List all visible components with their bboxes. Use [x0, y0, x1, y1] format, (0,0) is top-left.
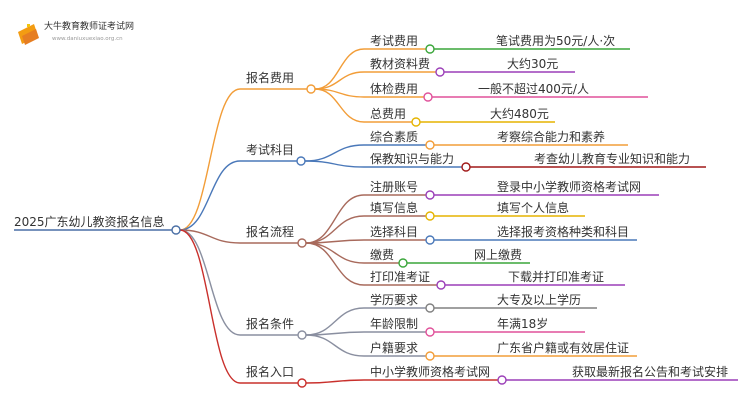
- connector-branch-4: [179, 229, 241, 384]
- connector-branch-3: [179, 229, 241, 336]
- leaf-label-0-1: 大约30元: [507, 56, 558, 71]
- root-node-circle[interactable]: [171, 225, 181, 235]
- leaf-label-2-1: 填写个人信息: [497, 200, 569, 215]
- child-label-0-3: 总费用: [370, 107, 406, 121]
- connector-child-4-0: [305, 379, 365, 384]
- connector-branch-0: [179, 88, 241, 231]
- child-node-circle-3-0[interactable]: [425, 303, 435, 313]
- nodes: 2025广东幼儿教资报名信息报名费用考试费用笔试费用为50元/人·次教材资料费大…: [14, 33, 728, 388]
- connector-child-0-0: [314, 48, 365, 90]
- child-label-1-1: 保教知识与能力: [370, 151, 454, 166]
- child-node-circle-1-1[interactable]: [461, 162, 471, 172]
- logo: 大牛教育教师证考试网 www.daniuxuexiao.org.cn: [18, 20, 134, 45]
- leaf-label-2-2: 选择报考资格种类和科目: [497, 224, 629, 239]
- leaf-label-3-1: 年满18岁: [497, 316, 548, 331]
- branch-label-2: 报名流程: [246, 224, 294, 239]
- root-label: 2025广东幼儿教资报名信息: [14, 214, 165, 229]
- child-label-2-0: 注册账号: [370, 179, 418, 194]
- branch-label-0: 报名费用: [246, 70, 294, 85]
- connector-child-0-1: [314, 71, 365, 90]
- branch-node-circle-3[interactable]: [297, 330, 307, 340]
- connector-child-1-1: [304, 160, 365, 168]
- branch-label-4: 报名入口: [246, 364, 294, 379]
- child-node-circle-2-2[interactable]: [425, 235, 435, 245]
- leaf-label-2-4: 下载并打印准考证: [508, 270, 604, 284]
- leaf-label-2-3: 网上缴费: [474, 247, 522, 262]
- branch-node-circle-0[interactable]: [306, 84, 316, 94]
- leaf-label-0-3: 大约480元: [490, 106, 549, 121]
- child-node-circle-0-0[interactable]: [425, 44, 435, 54]
- child-node-circle-3-1[interactable]: [425, 327, 435, 337]
- branch-label-3: 报名条件: [246, 316, 294, 331]
- connector-branch-2: [179, 229, 241, 244]
- child-label-1-0: 综合素质: [370, 129, 418, 144]
- connector-child-3-2: [305, 334, 365, 357]
- child-node-circle-2-3[interactable]: [398, 258, 408, 268]
- connector-child-2-0: [305, 194, 365, 244]
- child-node-circle-0-1[interactable]: [435, 67, 445, 77]
- leaf-label-1-1: 考查幼儿教育专业知识和能力: [534, 151, 690, 166]
- child-label-3-0: 学历要求: [370, 292, 418, 307]
- branch-node-circle-1[interactable]: [296, 156, 306, 166]
- leaf-label-1-0: 考察综合能力和素养: [497, 129, 605, 144]
- logo-title: 大牛教育教师证考试网: [44, 20, 134, 32]
- child-node-circle-2-4[interactable]: [436, 280, 446, 290]
- book-icon: [18, 24, 39, 45]
- child-node-circle-0-2[interactable]: [423, 92, 433, 102]
- connector-child-0-3: [314, 88, 365, 123]
- branch-label-1: 考试科目: [246, 142, 294, 157]
- child-label-2-3: 缴费: [370, 247, 394, 262]
- child-label-0-0: 考试费用: [370, 33, 418, 48]
- child-label-0-1: 教材资料费: [370, 56, 430, 71]
- child-label-2-2: 选择科目: [370, 225, 418, 239]
- leaf-label-0-2: 一般不超过400元/人: [478, 81, 589, 96]
- leaf-label-2-0: 登录中小学教师资格考试网: [497, 179, 641, 194]
- connector-child-1-0: [304, 144, 365, 162]
- leaf-label-4-0: 获取最新报名公告和考试安排: [572, 364, 728, 379]
- child-node-circle-0-3[interactable]: [411, 117, 421, 127]
- child-label-2-4: 打印准考证: [370, 270, 430, 284]
- branch-node-circle-4[interactable]: [297, 378, 307, 388]
- leaf-label-3-0: 大专及以上学历: [497, 292, 581, 307]
- child-label-0-2: 体检费用: [370, 81, 418, 96]
- connector-child-3-0: [305, 307, 365, 336]
- child-label-3-2: 户籍要求: [370, 340, 418, 355]
- leaf-label-0-0: 笔试费用为50元/人·次: [496, 33, 615, 48]
- child-label-4-0: 中小学教师资格考试网: [370, 364, 490, 379]
- connector-child-2-4: [305, 242, 365, 286]
- connector-branch-1: [179, 160, 241, 231]
- leaf-label-3-2: 广东省户籍或有效居住证: [497, 340, 629, 355]
- child-node-circle-2-0[interactable]: [425, 190, 435, 200]
- connector-child-2-3: [305, 242, 365, 264]
- child-node-circle-2-1[interactable]: [425, 211, 435, 221]
- child-node-circle-3-2[interactable]: [425, 351, 435, 361]
- connectors: [14, 48, 738, 384]
- logo-url: www.daniuxuexiao.org.cn: [52, 36, 123, 42]
- child-node-circle-1-0[interactable]: [425, 140, 435, 150]
- child-label-3-1: 年龄限制: [370, 317, 418, 331]
- branch-node-circle-2[interactable]: [297, 238, 307, 248]
- child-label-2-1: 填写信息: [370, 200, 418, 215]
- child-node-circle-4-0[interactable]: [497, 375, 507, 385]
